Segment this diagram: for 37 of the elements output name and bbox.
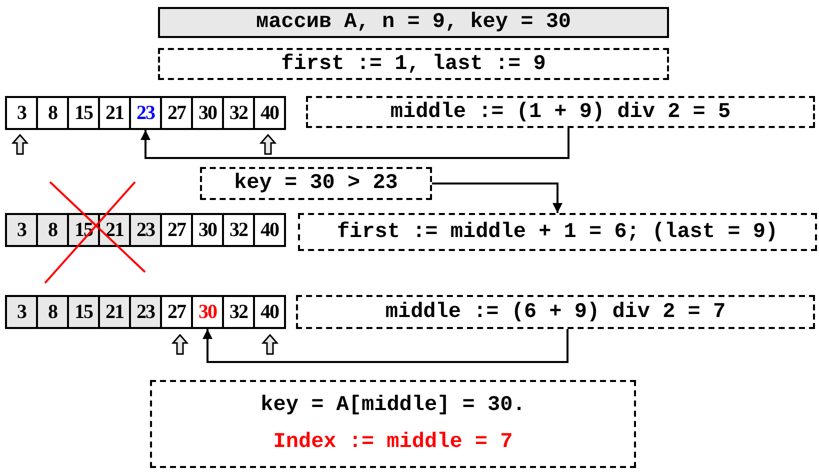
text-box: middle := (1 + 9) div 2 = 5 (306, 96, 815, 128)
text-box: middle := (6 + 9) div 2 = 7 (296, 295, 815, 329)
array-cell: 30 (191, 96, 224, 130)
array-cell: 30 (191, 213, 224, 247)
array-cell: 15 (67, 295, 100, 329)
array-cell: 27 (160, 213, 193, 247)
array-cell: 3 (5, 295, 38, 329)
text-line: key = A[middle] = 30. (260, 394, 526, 417)
array-cell: 8 (36, 96, 69, 130)
arrow (432, 182, 562, 213)
array-cell: 32 (222, 213, 255, 247)
array-cell: 27 (160, 295, 193, 329)
array-cell: 3 (5, 96, 38, 130)
array-cell: 21 (98, 295, 131, 329)
arrow (202, 329, 568, 363)
text-box (150, 380, 636, 468)
array-cell: 8 (36, 213, 69, 247)
array-cell: 23 (129, 96, 162, 130)
array-cell: 21 (98, 96, 131, 130)
array-cell: 23 (129, 213, 162, 247)
arrow (140, 128, 570, 159)
array-cell: 27 (160, 96, 193, 130)
array-cell: 32 (222, 96, 255, 130)
array-cell: 3 (5, 213, 38, 247)
text-box: first := 1, last := 9 (158, 48, 669, 80)
array-cell: 30 (191, 295, 224, 329)
array-cell: 40 (253, 96, 286, 130)
text-box: массив A, n = 9, key = 30 (158, 7, 669, 38)
array-cell: 40 (253, 295, 286, 329)
array-cell: 40 (253, 213, 286, 247)
text-line: Index := middle = 7 (273, 431, 513, 454)
array-cell: 23 (129, 295, 162, 329)
array-cell: 8 (36, 295, 69, 329)
text-box: first := middle + 1 = 6; (last = 9) (298, 213, 817, 251)
text-box: key = 30 > 23 (200, 167, 432, 200)
array-cell: 32 (222, 295, 255, 329)
array-cell: 15 (67, 96, 100, 130)
